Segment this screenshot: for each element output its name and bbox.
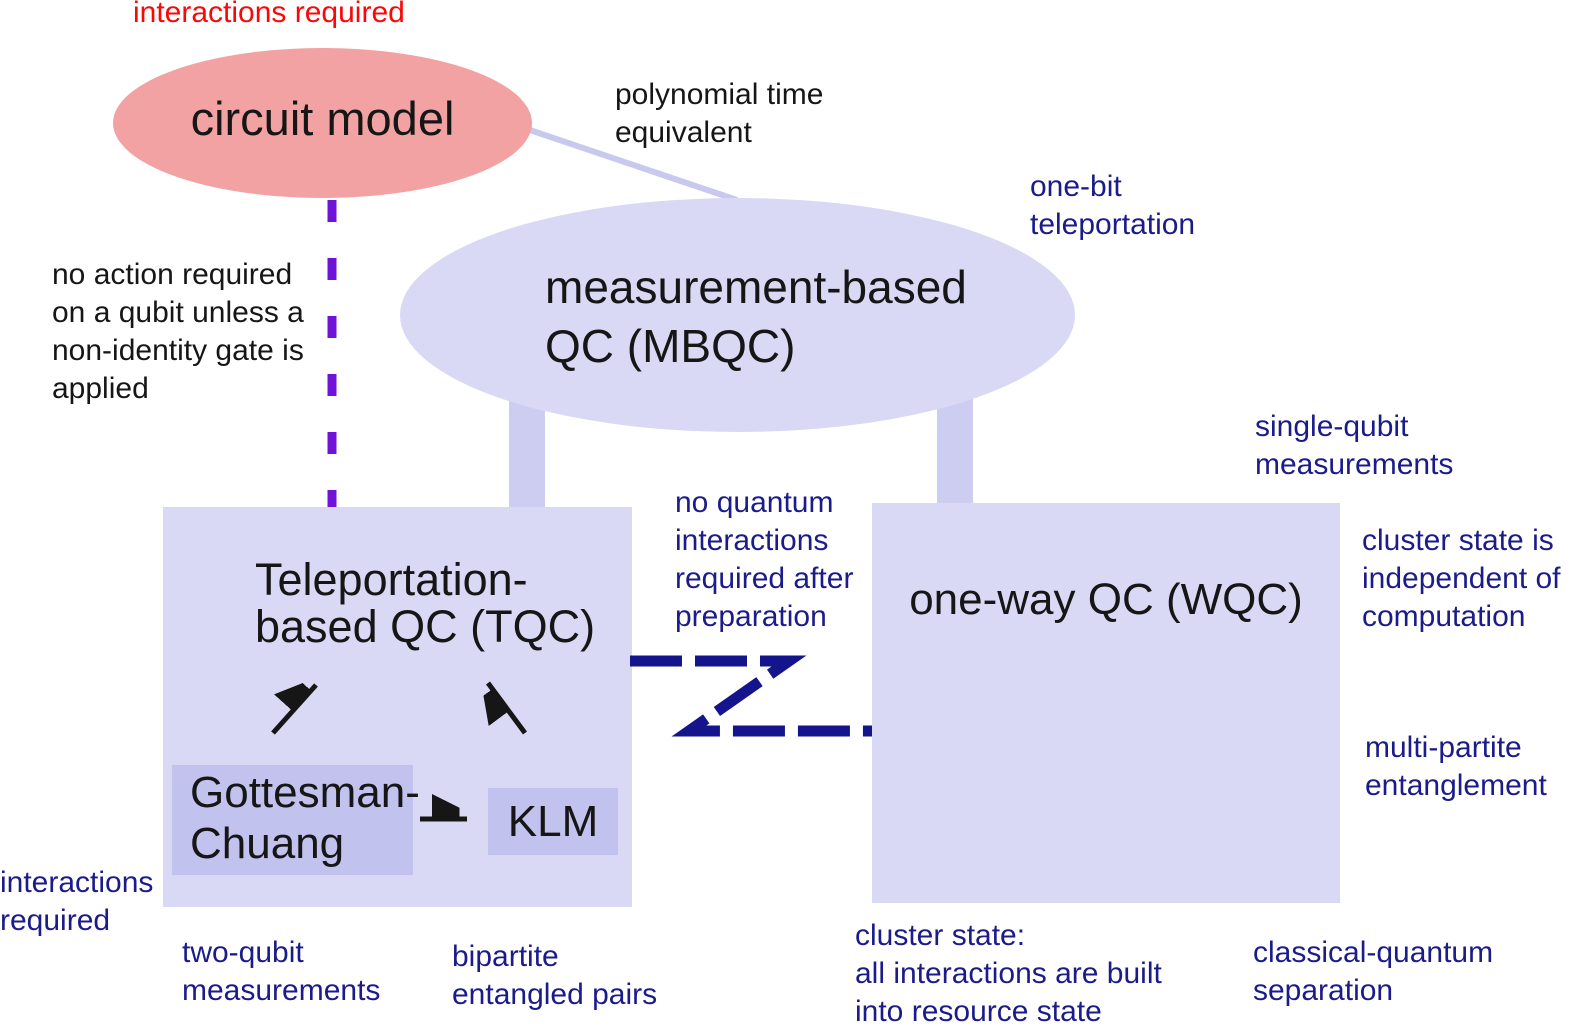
annotation-multi-partite-entanglement: multi-partite entanglement — [1365, 731, 1547, 802]
annotation-one-bit-teleportation: one-bit teleportation — [1030, 170, 1196, 241]
klm-label: KLM — [507, 797, 599, 846]
tqc-label: Teleportation- based QC (TQC) — [255, 554, 596, 652]
circuit-model-ellipse — [113, 48, 532, 198]
annotation-cluster-state-independent: cluster state is independent of computat… — [1362, 524, 1561, 633]
annotation-no-quantum-interactions: no quantum interactions required after p… — [675, 486, 854, 633]
wqc-box — [872, 503, 1340, 903]
tqc-wqc-dashed-z-connector — [630, 655, 872, 737]
annotation-interactions-required-left: interactions required — [0, 866, 154, 937]
wqc-label: one-way QC (WQC) — [909, 575, 1303, 624]
mbqc-label: measurement-based QC (MBQC) — [545, 261, 967, 372]
annotation-bipartite-entangled-pairs: bipartite entangled pairs — [452, 940, 658, 1011]
annotation-cluster-state-resource: cluster state: all interactions are buil… — [855, 919, 1162, 1028]
annotation-classical-quantum-separation: classical-quantum separation — [1253, 936, 1494, 1007]
annotation-no-action-required: no action required on a qubit unless a n… — [52, 258, 304, 405]
circuit-model-label: circuit model — [190, 92, 455, 145]
gottesman-chuang-box — [172, 765, 413, 875]
gottesman-chuang-label: Gottesman- Chuang — [190, 768, 420, 868]
annotation-interactions-required-top: interactions required — [133, 0, 405, 29]
klm-box — [488, 788, 618, 855]
annotation-two-qubit-measurements: two-qubit measurements — [182, 936, 381, 1007]
annotation-single-qubit-measurements: single-qubit measurements — [1255, 410, 1454, 481]
annotation-polynomial-time-equivalent: polynomial time equivalent — [615, 78, 824, 149]
